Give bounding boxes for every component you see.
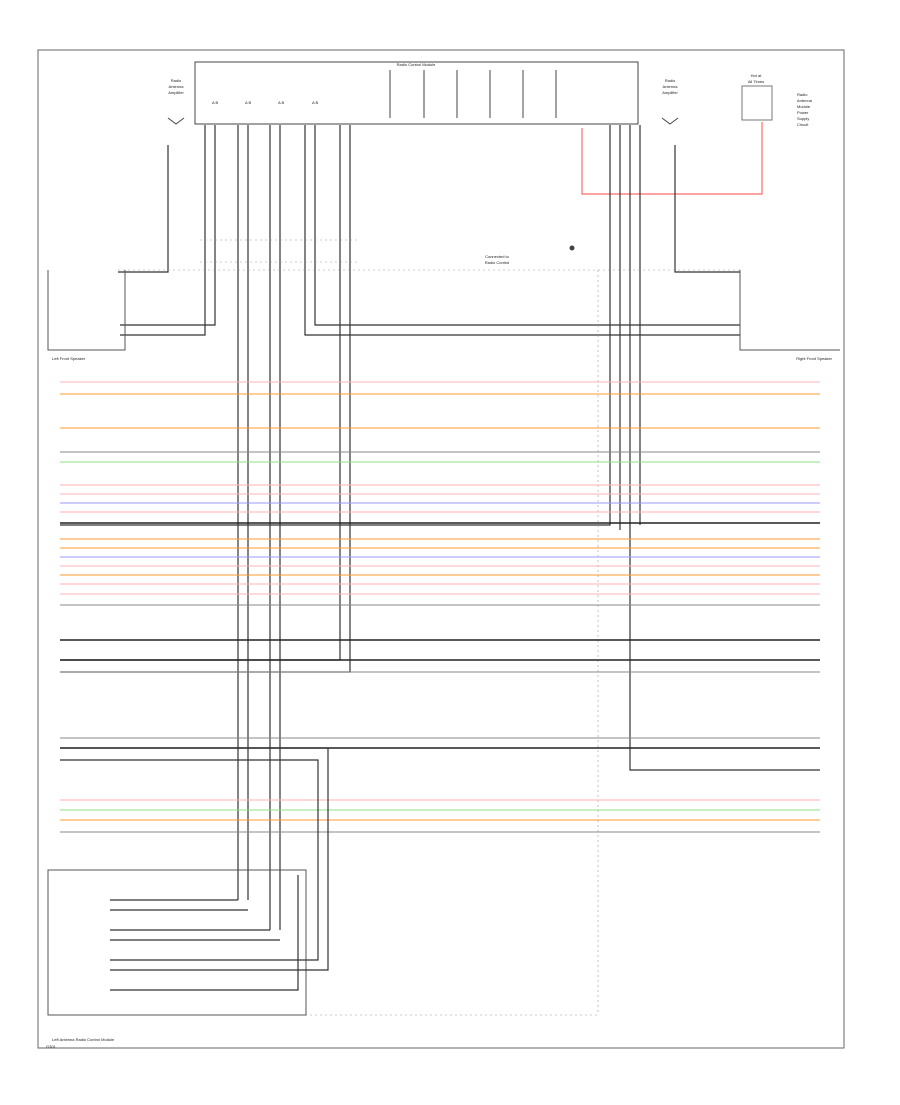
svg-text:Left Front Speaker: Left Front Speaker: [52, 356, 86, 361]
svg-text:Supply: Supply: [797, 116, 809, 121]
svg-text:Antenna: Antenna: [169, 84, 185, 89]
right-speaker-plate: Right Front Speaker: [739, 270, 840, 361]
vertical-wires: [60, 125, 820, 930]
power-wire: [581, 122, 763, 195]
svg-text:Power: Power: [797, 110, 809, 115]
left-antenna-sensor: Radio Antenna Amplifier: [167, 78, 185, 125]
svg-text:Radio: Radio: [665, 78, 676, 83]
svg-text:Module: Module: [797, 104, 811, 109]
svg-text:Connected to: Connected to: [485, 254, 510, 259]
svg-text:Antenna: Antenna: [797, 98, 813, 103]
svg-text:A B: A B: [312, 100, 319, 105]
antenna-control-module: Left Antenna Radio Control Module G301: [46, 747, 329, 1049]
left-speaker-plate: Left Front Speaker: [47, 270, 126, 361]
center-note: Connected to Radio Control: [485, 245, 575, 265]
svg-text:Circuit: Circuit: [797, 122, 809, 127]
svg-text:Radio Control: Radio Control: [485, 260, 510, 265]
radio-control-module: Radio Control Module A B A B A B A B: [194, 61, 639, 125]
svg-text:Radio: Radio: [797, 92, 808, 97]
svg-text:Hot at: Hot at: [751, 73, 763, 78]
svg-text:Amplifier: Amplifier: [662, 90, 678, 95]
svg-text:All Times: All Times: [748, 79, 764, 84]
svg-text:Amplifier: Amplifier: [168, 90, 184, 95]
connector-lines: [60, 239, 740, 1016]
diagram-frame: [37, 49, 845, 1049]
svg-text:Radio: Radio: [171, 78, 182, 83]
svg-text:A B: A B: [278, 100, 285, 105]
module-title: Radio Control Module: [397, 62, 436, 67]
horizontal-wires: [60, 381, 820, 833]
right-antenna-sensor: Radio Antenna Amplifier: [661, 78, 679, 125]
svg-text:A B: A B: [212, 100, 219, 105]
svg-text:Right Front Speaker: Right Front Speaker: [796, 356, 832, 361]
footer-label: Left Antenna Radio Control Module: [52, 1037, 115, 1042]
svg-text:A B: A B: [245, 100, 252, 105]
power-junction: Hot at All Times Radio Antenna Module Po…: [741, 73, 813, 127]
svg-text:Antenna: Antenna: [663, 84, 679, 89]
ground-label: G301: [46, 1044, 57, 1049]
